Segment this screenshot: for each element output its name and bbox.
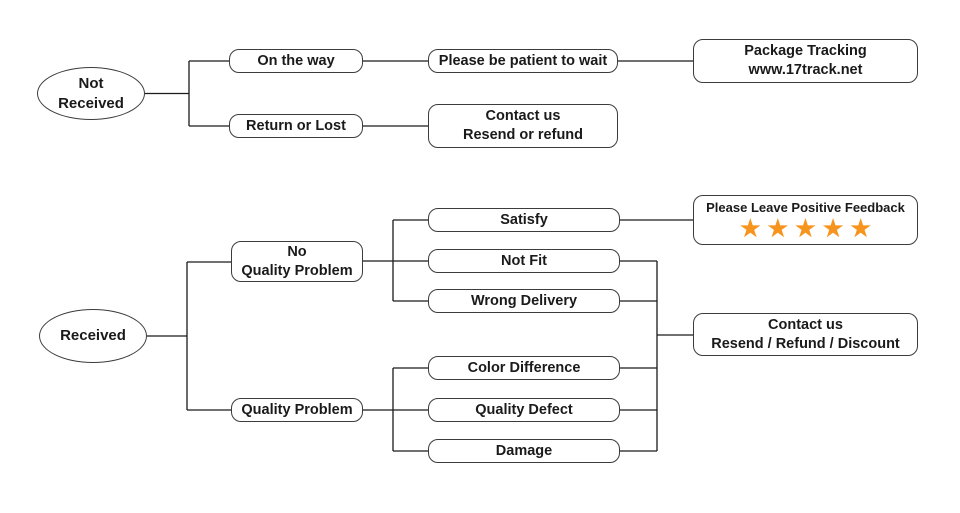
node-label: Received: [58, 94, 124, 112]
node-package-tracking: Package Tracking www.17track.net: [693, 39, 918, 83]
node-label: Quality Problem: [241, 401, 353, 418]
node-color-difference: Color Difference: [428, 356, 620, 380]
node-damage: Damage: [428, 439, 620, 463]
node-label: Damage: [495, 442, 553, 459]
node-label: Not: [78, 75, 104, 92]
tracking-url: www.17track.net: [748, 62, 863, 78]
node-label: Wrong Delivery: [470, 292, 578, 309]
node-not-fit: Not Fit: [428, 249, 620, 273]
node-label: Return or Lost: [246, 117, 346, 134]
node-label: On the way: [257, 52, 335, 69]
node-quality-problem: Quality Problem: [231, 398, 363, 422]
star-rating-icons: ★★★★★: [739, 214, 879, 241]
node-label: Resend or refund: [462, 127, 584, 143]
node-label: Satisfy: [500, 211, 548, 228]
node-label: Received: [60, 327, 126, 345]
node-label: Color Difference: [467, 359, 581, 376]
node-label: Contact us: [768, 316, 843, 333]
node-label: Please be patient to wait: [438, 52, 608, 69]
node-wrong-delivery: Wrong Delivery: [428, 289, 620, 313]
node-not-received: Not Received: [37, 67, 145, 120]
node-return-or-lost: Return or Lost: [229, 114, 363, 138]
node-quality-defect: Quality Defect: [428, 398, 620, 422]
node-label: Quality Problem: [241, 262, 353, 279]
node-satisfy: Satisfy: [428, 208, 620, 232]
node-label: Package Tracking: [744, 43, 867, 60]
node-received: Received: [39, 309, 147, 363]
node-contact-us-bottom: Contact us Resend / Refund / Discount: [693, 313, 918, 356]
node-positive-feedback: Please Leave Positive Feedback ★★★★★: [693, 195, 918, 245]
node-on-the-way: On the way: [229, 49, 363, 73]
node-label: Quality Defect: [475, 401, 573, 418]
node-no-quality-problem: No Quality Problem: [231, 241, 363, 282]
node-label: Contact us: [485, 108, 561, 125]
node-label: Resend / Refund / Discount: [711, 335, 900, 352]
node-label: Not Fit: [501, 252, 547, 269]
node-please-be-patient: Please be patient to wait: [428, 49, 618, 73]
node-label: No: [287, 243, 307, 260]
node-label: Please Leave Positive Feedback: [706, 200, 905, 216]
node-contact-us-top: Contact us Resend or refund: [428, 104, 618, 148]
